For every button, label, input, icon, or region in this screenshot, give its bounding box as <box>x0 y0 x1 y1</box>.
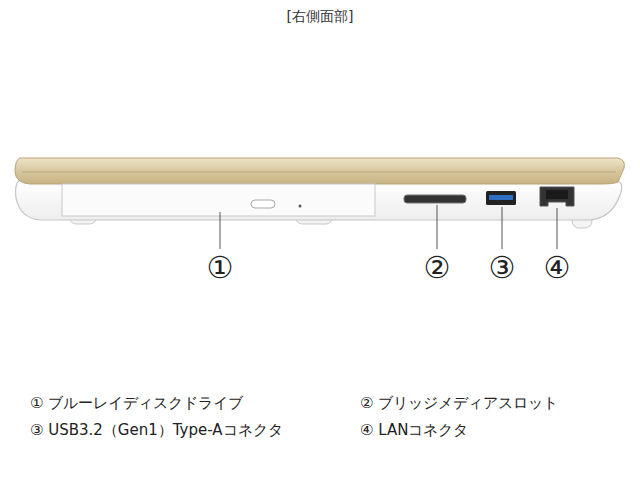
part-description: ① ブルーレイディスクドライブ <box>30 395 243 412</box>
part-description: ② ブリッジメディアスロット <box>360 395 558 412</box>
part-description: ③ USB3.2（Gen1）Type-Aコネクタ <box>30 422 283 439</box>
card-slot <box>404 195 466 203</box>
laptop-lid <box>15 158 624 184</box>
view-title: [右側面部] <box>287 8 354 24</box>
lan-port <box>540 187 574 206</box>
callout-number: ② <box>424 251 451 286</box>
usb-port <box>486 191 516 205</box>
callout-number: ④ <box>544 251 571 286</box>
callout-number: ③ <box>489 251 516 286</box>
optical-drive-tray <box>62 184 375 216</box>
part-description: ④ LANコネクタ <box>360 422 468 439</box>
lid-seam <box>22 172 616 173</box>
lan-pins <box>546 190 568 199</box>
indicator-hole <box>299 205 302 208</box>
laptop-base <box>16 180 622 220</box>
eject-button <box>251 200 275 208</box>
callout-number: ① <box>207 251 234 286</box>
leader-line <box>220 205 557 249</box>
usb-tongue <box>489 195 513 200</box>
